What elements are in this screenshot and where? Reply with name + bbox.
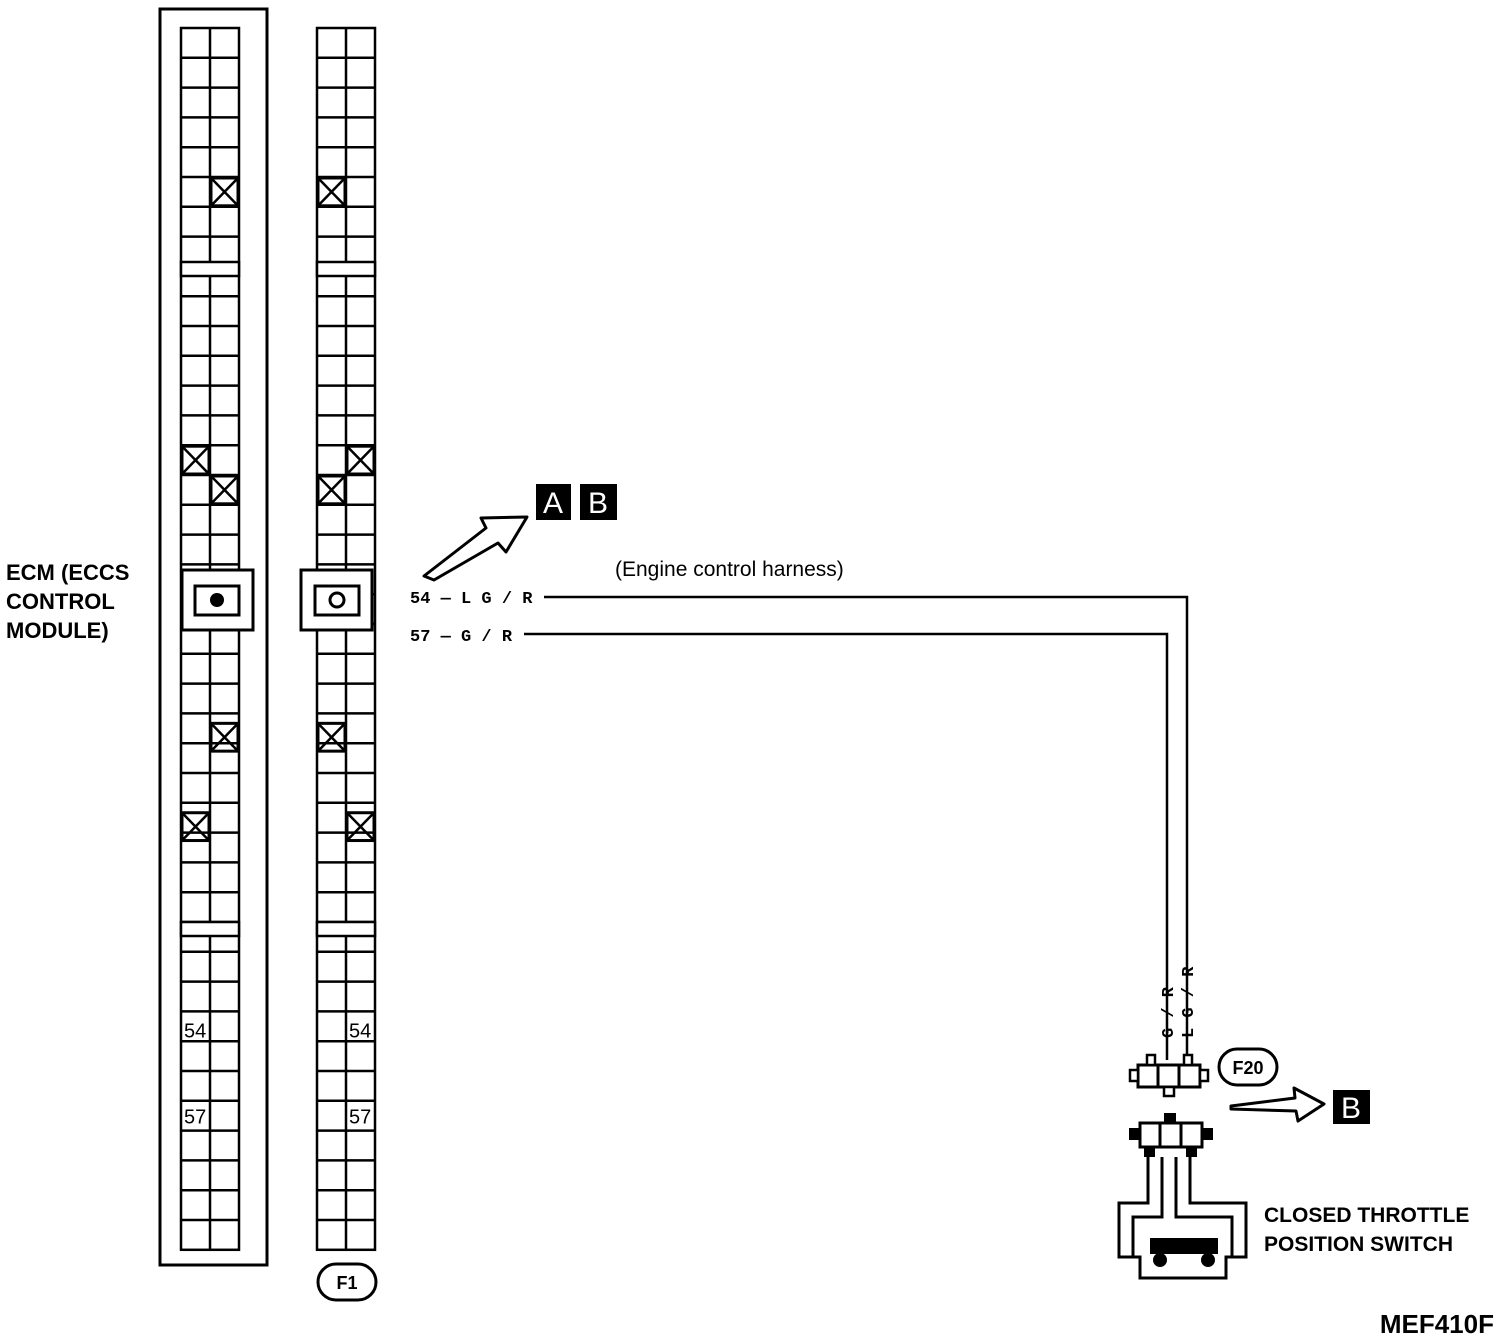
f1-center-plug-ring	[328, 591, 346, 609]
blank-cavity-mark	[345, 811, 376, 843]
f20-connector-switch-side	[1129, 1113, 1213, 1157]
reference-label-b: B	[588, 487, 608, 520]
ecm-center-plug-dot	[210, 593, 224, 607]
reference-box-a	[536, 484, 571, 520]
blank-cavity-mark	[316, 176, 347, 208]
closed-throttle-position-switch	[1117, 1157, 1248, 1280]
reference-arrow-ab	[422, 515, 529, 582]
wire-54-label: 54 — L G / R	[410, 590, 533, 609]
switch-label-line1: CLOSED THROTTLE	[1264, 1204, 1469, 1227]
blank-cavity-mark	[180, 811, 211, 843]
f1-tag	[316, 1262, 378, 1302]
ecm-label-line3: MODULE)	[6, 618, 109, 643]
wire-54-lgr	[544, 595, 1189, 1060]
f20-connector-harness-side	[1128, 1053, 1210, 1098]
blank-cavity-mark	[180, 444, 211, 476]
f1-pin-57-label: 57	[349, 1107, 371, 1129]
ecm-housing	[158, 7, 269, 1267]
ecm-connector-grid: 54 57	[179, 26, 241, 1252]
ecm-pin-54-label: 54	[184, 1020, 206, 1042]
f1-connector-grid: 54 57	[315, 26, 377, 1252]
wire-57-label: 57 — G / R	[410, 628, 513, 647]
reference-label-a: A	[543, 487, 563, 520]
reference-arrow-b	[1229, 1086, 1326, 1123]
reference-box-b2	[1333, 1090, 1370, 1124]
switch-label-line2: POSITION SWITCH	[1264, 1233, 1453, 1256]
f1-tag-label: F1	[336, 1273, 357, 1293]
wire-57-gr	[524, 632, 1169, 1060]
blank-cavity-mark	[209, 176, 240, 208]
blank-cavity-mark	[209, 721, 240, 753]
vertical-wire-gr-label: G / R	[1160, 986, 1179, 1038]
blank-cavity-mark	[316, 721, 347, 753]
f20-tag	[1217, 1047, 1279, 1087]
ecm-label-line2: CONTROL	[6, 589, 115, 614]
f1-pin-54-label: 54	[349, 1020, 371, 1042]
ecm-pin-57-label: 57	[184, 1107, 206, 1129]
f1-center-plug-inner	[313, 584, 361, 617]
vertical-wire-lgr-label: L G / R	[1180, 966, 1199, 1038]
reference-box-b	[580, 484, 617, 520]
blank-cavity-mark	[345, 444, 376, 476]
ecm-label-line1: ECM (ECCS	[6, 560, 129, 585]
harness-label: (Engine control harness)	[615, 558, 844, 581]
ecm-center-plug-inner	[193, 584, 241, 617]
f20-tag-label: F20	[1232, 1058, 1263, 1078]
figure-code: MEF410F	[1380, 1309, 1494, 1339]
reference-label-b2: B	[1341, 1092, 1361, 1125]
blank-cavity-mark	[209, 474, 240, 506]
blank-cavity-mark	[316, 474, 347, 506]
